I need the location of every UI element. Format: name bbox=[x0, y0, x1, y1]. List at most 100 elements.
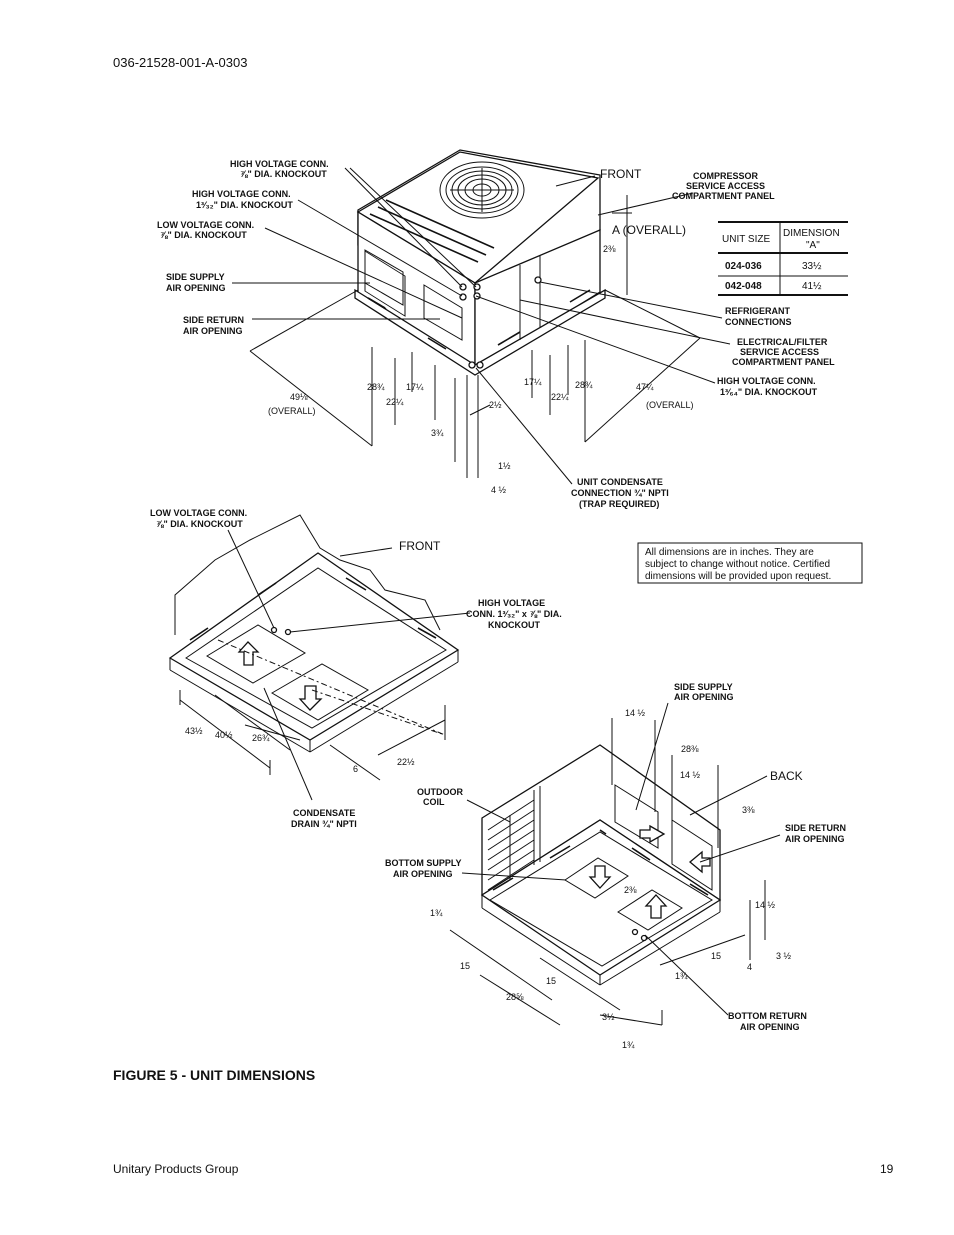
rv-bottom-return-label-1: BOTTOM RETURN bbox=[728, 1011, 807, 1021]
table-row-2-value: 41½ bbox=[802, 281, 822, 292]
dimension-a-table: UNIT SIZE DIMENSION "A" 024-036 33½ 042-… bbox=[718, 221, 848, 296]
lv-conn-label-1: LOW VOLTAGE CONN. bbox=[157, 220, 254, 230]
elec-filter-label-2: SERVICE ACCESS bbox=[740, 347, 819, 357]
rv-dim-28-58: 28⅝ bbox=[506, 992, 524, 1002]
rv-dim-3-12-b: 3½ bbox=[602, 1012, 615, 1022]
rv-dim-3-38: 3⅜ bbox=[742, 805, 755, 815]
rv-dim-3-12-a: 3 ½ bbox=[776, 951, 792, 961]
condensate-label-2: CONNECTION ¾" NPTI bbox=[571, 488, 669, 498]
rv-outdoor-coil-label-1: OUTDOOR bbox=[417, 787, 463, 797]
condensate-label-3: (TRAP REQUIRED) bbox=[579, 499, 659, 509]
rv-bottom-supply-label-2: AIR OPENING bbox=[393, 869, 453, 879]
table-row-1-size: 024-036 bbox=[725, 261, 762, 272]
hv-conn-1-label-1: HIGH VOLTAGE CONN. bbox=[192, 189, 291, 199]
bv-lv-conn-label-1: LOW VOLTAGE CONN. bbox=[150, 508, 247, 518]
refrigerant-label-2: CONNECTIONS bbox=[725, 317, 792, 327]
dim-4-12: 4 ½ bbox=[491, 485, 507, 495]
figure-caption: FIGURE 5 - UNIT DIMENSIONS bbox=[113, 1067, 316, 1083]
refrigerant-label-1: REFRIGERANT bbox=[725, 306, 791, 316]
note-box: All dimensions are in inches. They are s… bbox=[637, 542, 863, 584]
bottom-supply-arrow-icon bbox=[588, 865, 612, 889]
bv-dim-22-12: 22½ bbox=[397, 757, 415, 767]
rv-dim-15-b: 15 bbox=[546, 976, 556, 986]
side-return-label-1: SIDE RETURN bbox=[183, 315, 244, 325]
condenser-fan-icon bbox=[439, 161, 525, 219]
overall-right: (OVERALL) bbox=[646, 400, 694, 410]
table-header-a: "A" bbox=[806, 240, 820, 251]
note-line-1: All dimensions are in inches. They are bbox=[645, 547, 814, 558]
rv-dim-2-38: 2⅜ bbox=[624, 885, 637, 895]
compressor-label-3: COMPARTMENT PANEL bbox=[672, 191, 775, 201]
bv-hv-conn-label-1: HIGH VOLTAGE bbox=[478, 598, 545, 608]
bv-dim-40-12: 40½ bbox=[215, 730, 233, 740]
rv-side-return-label-2: AIR OPENING bbox=[785, 834, 845, 844]
front-label: FRONT bbox=[600, 167, 642, 181]
rv-back-label: BACK bbox=[770, 769, 803, 783]
rv-dim-1-34-b: 1¾ bbox=[675, 971, 688, 981]
rv-dim-1-34-c: 1¾ bbox=[622, 1040, 635, 1050]
arrow-down-icon bbox=[298, 685, 323, 711]
bv-condensate-label-2: DRAIN ¾" NPTI bbox=[291, 819, 357, 829]
bv-dim-43-12: 43½ bbox=[185, 726, 203, 736]
hv-conn-164-label-2: 1³⁄₆₄" DIA. KNOCKOUT bbox=[720, 387, 818, 397]
overall-left: (OVERALL) bbox=[268, 406, 316, 416]
side-return-label-2: AIR OPENING bbox=[183, 326, 243, 336]
dim-17-14-b: 17¼ bbox=[524, 377, 542, 387]
hv-conn-1-label-2: 1³⁄₃₂" DIA. KNOCKOUT bbox=[196, 200, 293, 210]
top-view-drawing bbox=[232, 149, 731, 485]
compressor-label-1: COMPRESSOR bbox=[693, 171, 759, 181]
note-line-3: dimensions will be provided upon request… bbox=[645, 571, 831, 582]
rv-side-supply-label-1: SIDE SUPPLY bbox=[674, 682, 733, 692]
bv-hv-conn-label-2: CONN. 1³⁄₃₂" x ⅞" DIA. bbox=[466, 609, 562, 619]
rv-dim-1-34-a: 1¾ bbox=[430, 908, 443, 918]
elec-filter-label-3: COMPARTMENT PANEL bbox=[732, 357, 835, 367]
bv-front-label: FRONT bbox=[399, 539, 441, 553]
rv-dim-15-a: 15 bbox=[460, 961, 470, 971]
rv-dim-14-12-a: 14 ½ bbox=[625, 708, 646, 718]
dim-2-38: 2⅜ bbox=[603, 244, 616, 254]
a-overall-label: A (OVERALL) bbox=[612, 223, 686, 237]
rv-dim-14-12-c: 14 ½ bbox=[755, 900, 776, 910]
rv-dim-14-12-b: 14 ½ bbox=[680, 770, 701, 780]
hv-conn-78-label-1: HIGH VOLTAGE CONN. bbox=[230, 159, 329, 169]
note-line-2: subject to change without notice. Certif… bbox=[645, 559, 830, 570]
bv-hv-conn-label-3: KNOCKOUT bbox=[488, 620, 540, 630]
rear-view-labels: SIDE SUPPLY AIR OPENING BACK OUTDOOR COI… bbox=[385, 682, 846, 1050]
table-row-1-value: 33½ bbox=[802, 261, 822, 272]
bottom-view-drawing bbox=[168, 514, 471, 801]
arrow-up-icon bbox=[237, 641, 260, 666]
outdoor-coil-fins bbox=[487, 786, 541, 891]
rv-outdoor-coil-label-2: COIL bbox=[423, 797, 445, 807]
dim-22-14-b: 22¼ bbox=[551, 392, 569, 402]
rv-bottom-return-label-2: AIR OPENING bbox=[740, 1022, 800, 1032]
hv-conn-78-label-2: ⅞" DIA. KNOCKOUT bbox=[240, 169, 327, 179]
rear-view-drawing bbox=[449, 702, 781, 1026]
bv-lv-conn-label-2: ⅞" DIA. KNOCKOUT bbox=[156, 519, 243, 529]
bv-dim-6: 6 bbox=[353, 764, 358, 774]
side-supply-label-1: SIDE SUPPLY bbox=[166, 272, 225, 282]
page-number: 19 bbox=[880, 1162, 894, 1176]
bottom-view-labels: LOW VOLTAGE CONN. ⅞" DIA. KNOCKOUT FRONT… bbox=[150, 508, 562, 829]
rv-bottom-supply-label-1: BOTTOM SUPPLY bbox=[385, 858, 462, 868]
dim-17-14-a: 17¼ bbox=[406, 382, 424, 392]
rv-dim-28-38: 28⅜ bbox=[681, 744, 699, 754]
rv-side-supply-label-2: AIR OPENING bbox=[674, 692, 734, 702]
condensate-label-1: UNIT CONDENSATE bbox=[577, 477, 663, 487]
dim-22-14-a: 22¼ bbox=[386, 397, 404, 407]
document-number: 036-21528-001-A-0303 bbox=[113, 55, 248, 70]
top-view-labels: HIGH VOLTAGE CONN. ⅞" DIA. KNOCKOUT HIGH… bbox=[157, 159, 835, 509]
hv-conn-164-label-1: HIGH VOLTAGE CONN. bbox=[717, 376, 816, 386]
dim-28-34-b: 28¾ bbox=[575, 380, 593, 390]
bv-dim-26-34: 26¾ bbox=[252, 733, 270, 743]
bv-condensate-label-1: CONDENSATE bbox=[293, 808, 355, 818]
rv-side-return-label-1: SIDE RETURN bbox=[785, 823, 846, 833]
table-row-2-size: 042-048 bbox=[725, 281, 762, 292]
dim-49-18: 49⅛ bbox=[290, 392, 308, 402]
rv-dim-15-c: 15 bbox=[711, 951, 721, 961]
bottom-return-arrow-icon bbox=[644, 894, 668, 919]
compressor-label-2: SERVICE ACCESS bbox=[686, 181, 765, 191]
rv-dim-4: 4 bbox=[747, 962, 752, 972]
table-header-dimension: DIMENSION bbox=[783, 228, 840, 239]
dim-2-12: 2½ bbox=[489, 400, 502, 410]
